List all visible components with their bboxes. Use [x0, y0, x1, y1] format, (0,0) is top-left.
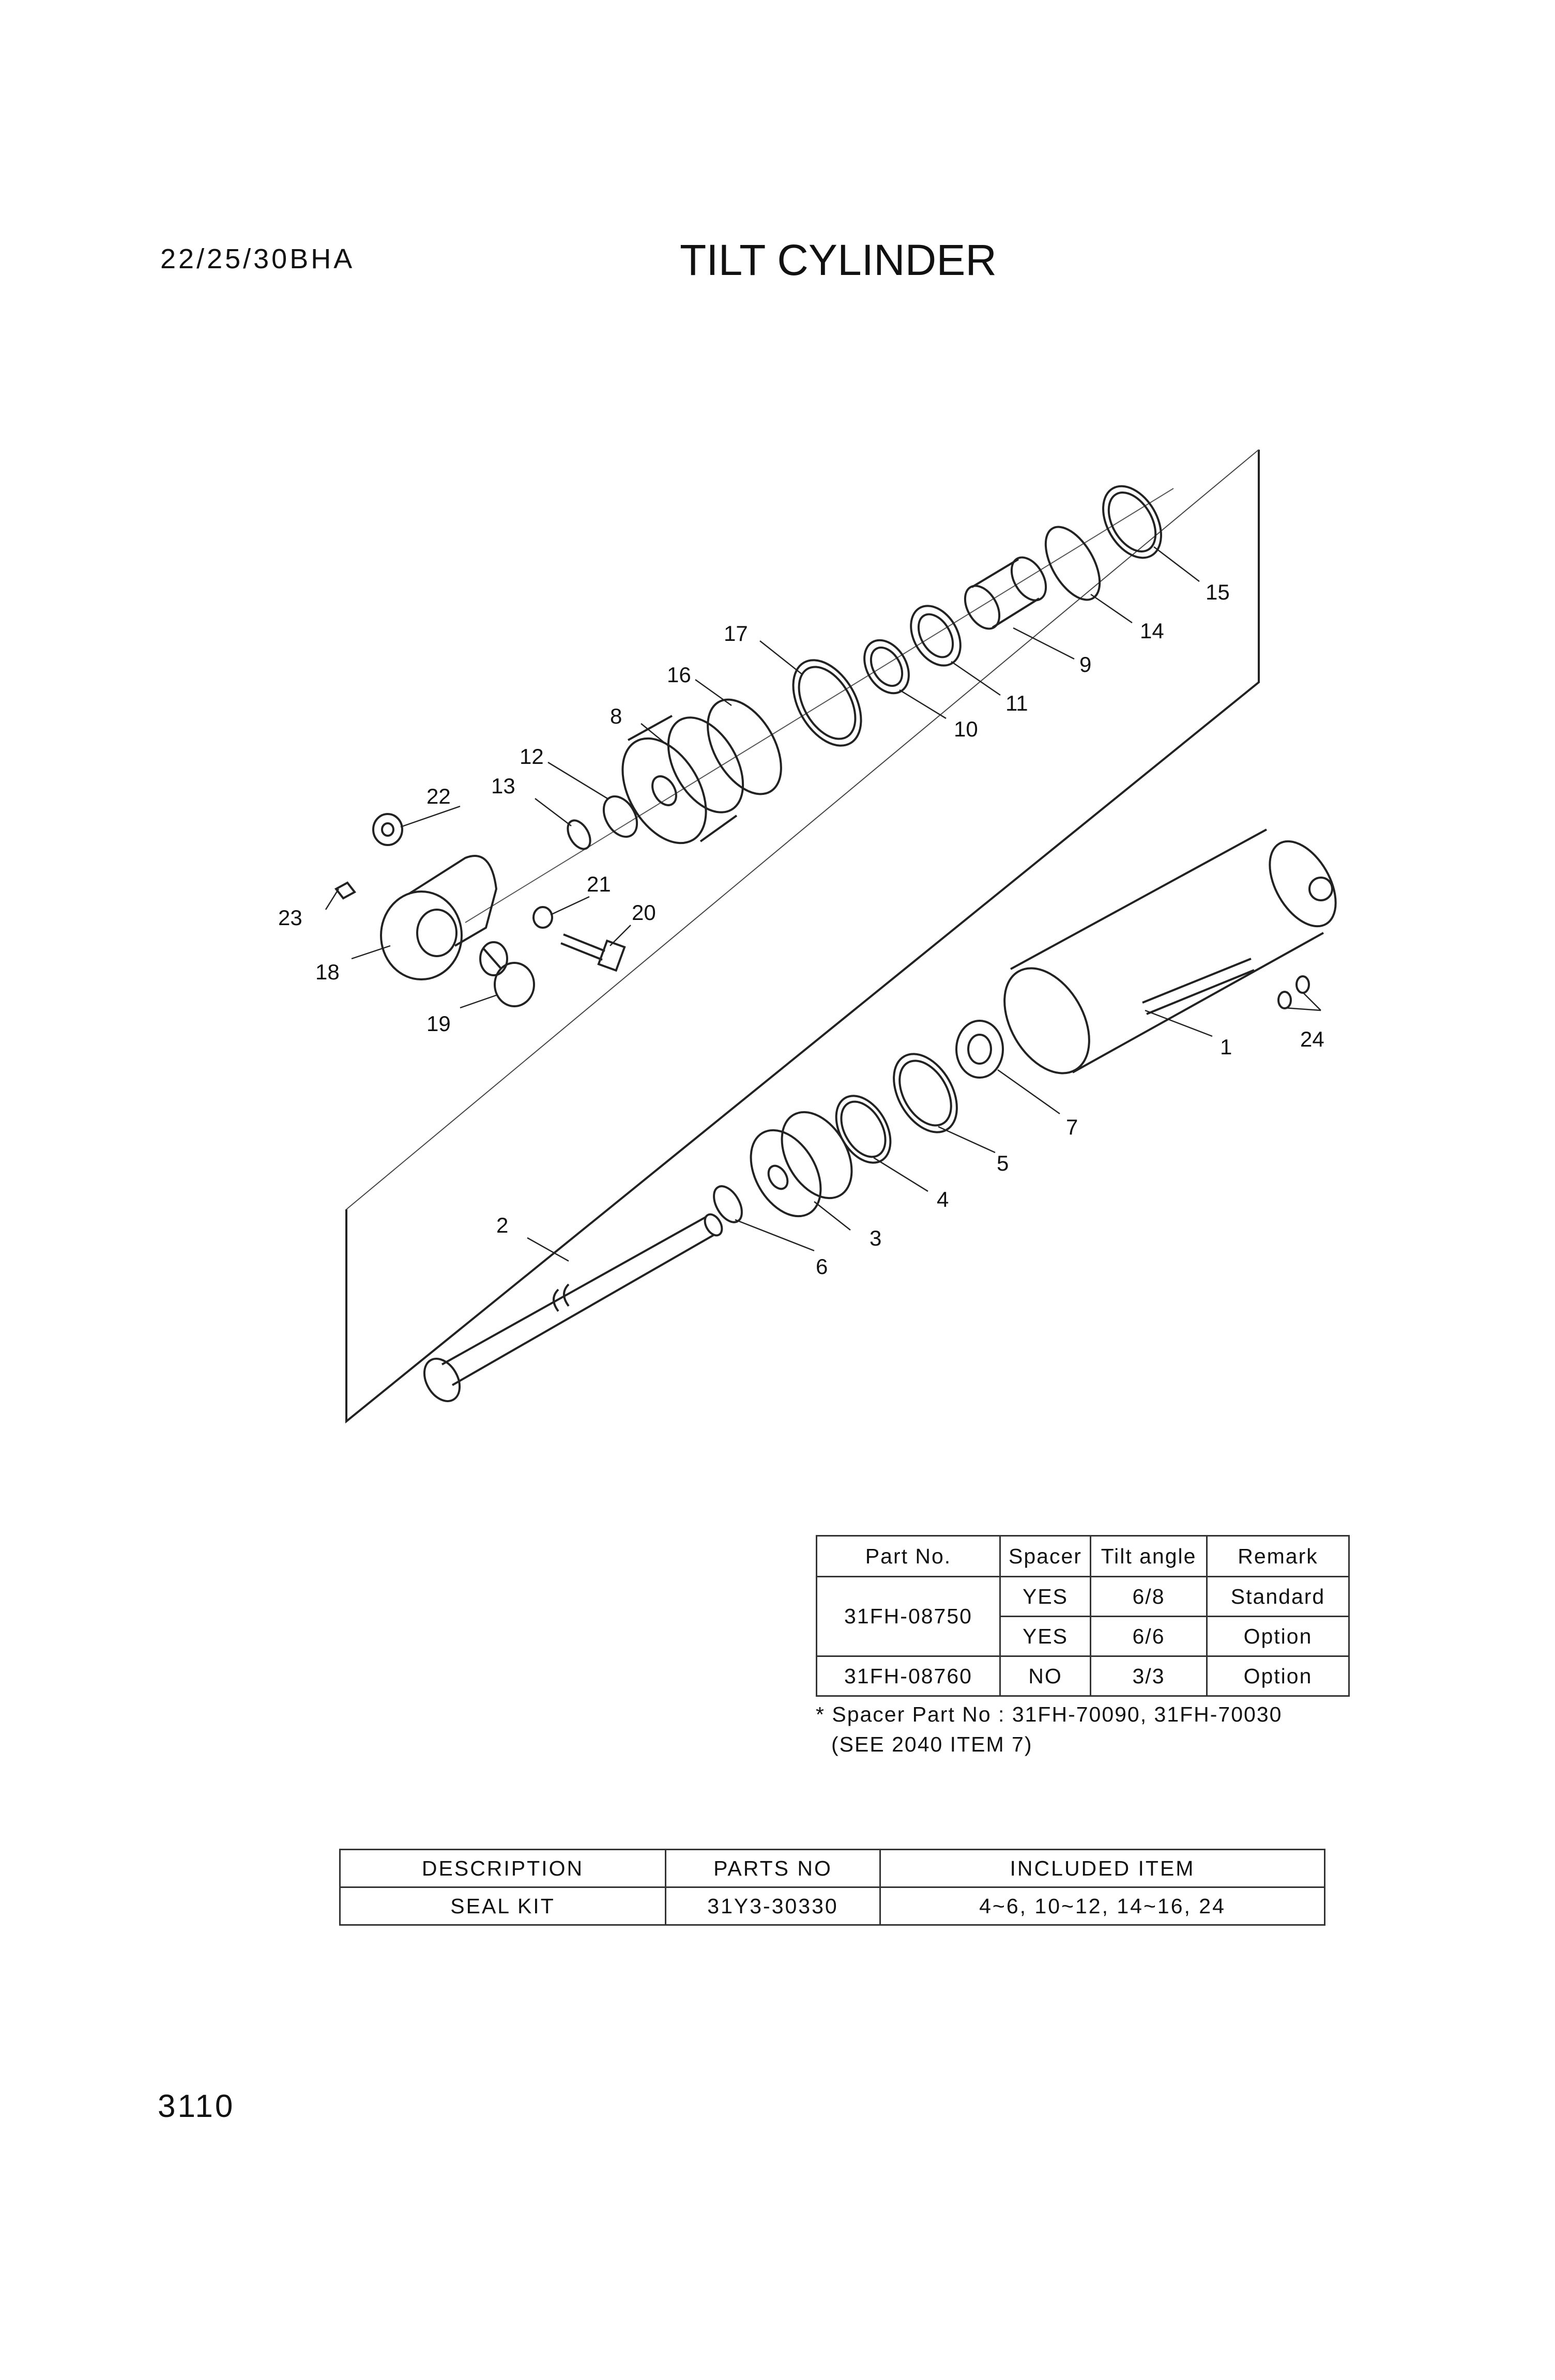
spec-remark: Standard	[1206, 1576, 1350, 1617]
spec-header-part-no: Part No.	[816, 1535, 1001, 1577]
callout-5: 5	[997, 1151, 1009, 1175]
kit-header-description: DESCRIPTION	[339, 1849, 666, 1888]
spec-header-spacer: Spacer	[999, 1535, 1091, 1577]
part-1-cylinder-tube	[1003, 828, 1337, 1074]
callout-17: 17	[724, 621, 748, 646]
kit-header-included-item: INCLUDED ITEM	[879, 1849, 1325, 1888]
part-8-gland	[621, 715, 744, 844]
part-16-oring	[707, 698, 782, 795]
page-number: 3110	[158, 2089, 235, 2124]
callout-9: 9	[1079, 652, 1091, 677]
seal-kit-table: DESCRIPTION PARTS NO INCLUDED ITEM SEAL …	[339, 1849, 1325, 1926]
callout-23: 23	[278, 905, 302, 930]
model-number: 22/25/30BHA	[160, 243, 355, 274]
spec-spacer: NO	[999, 1655, 1091, 1697]
table-row: SEAL KIT 31Y3-30330 4~6, 10~12, 14~16, 2…	[339, 1886, 1325, 1926]
table-row: 31FH-08750 YES 6/8 Standard	[816, 1576, 1350, 1657]
part-17-ring	[792, 659, 862, 747]
callout-10: 10	[954, 717, 978, 741]
callout-8: 8	[610, 704, 622, 728]
spec-part-no: 31FH-08750	[816, 1576, 1001, 1657]
spacer-note-line1: * Spacer Part No : 31FH-70090, 31FH-7003…	[816, 1702, 1283, 1726]
part-6-oring	[713, 1185, 743, 1223]
part-20-bolt	[560, 933, 626, 972]
kit-parts-no: 31Y3-30330	[665, 1886, 881, 1926]
part-19-bushing	[479, 941, 535, 1007]
spec-header-tilt-angle: Tilt angle	[1090, 1535, 1208, 1577]
spec-tilt-angle: 3/3	[1090, 1655, 1208, 1697]
callout-14: 14	[1140, 619, 1164, 643]
kit-description: SEAL KIT	[339, 1886, 666, 1926]
callout-13: 13	[491, 774, 515, 798]
callout-20: 20	[632, 900, 656, 925]
callout-3: 3	[870, 1226, 881, 1250]
spec-spacer: YES	[999, 1576, 1091, 1617]
callout-22: 22	[426, 784, 451, 808]
diagram-frame	[345, 450, 1260, 1424]
spacer-spec-table: Part No. Spacer Tilt angle Remark 31FH-0…	[816, 1535, 1350, 1697]
spec-remark: Option	[1206, 1655, 1350, 1697]
part-13-ring	[567, 819, 591, 850]
page-title: TILT CYLINDER	[680, 236, 997, 284]
part-4-ring	[835, 1095, 892, 1164]
spec-tilt-angle: 6/8	[1090, 1576, 1208, 1617]
part-18-rod-eye	[380, 855, 498, 980]
callout-18: 18	[315, 960, 340, 984]
callout-16: 16	[667, 663, 691, 687]
table-row: 31FH-08760 NO 3/3 Option	[816, 1655, 1350, 1697]
spacer-note-line2: (SEE 2040 ITEM 7)	[831, 1732, 1033, 1756]
callout-7: 7	[1066, 1115, 1078, 1139]
part-14-oring	[1044, 526, 1101, 601]
spec-spacer: YES	[999, 1616, 1091, 1657]
table-row: YES 6/6 Option	[817, 1616, 1350, 1657]
part-9-bushing	[964, 556, 1047, 630]
spec-remark: Option	[1206, 1616, 1350, 1657]
callout-15: 15	[1206, 580, 1230, 604]
kit-included-items: 4~6, 10~12, 14~16, 24	[879, 1886, 1325, 1926]
callout-11: 11	[1005, 691, 1028, 715]
part-10-seal	[863, 639, 910, 695]
kit-header-parts-no: PARTS NO	[665, 1849, 881, 1888]
callout-2: 2	[496, 1213, 508, 1237]
callout-19: 19	[426, 1011, 451, 1036]
part-11-wiper	[910, 605, 962, 667]
part-12-ring	[602, 795, 638, 838]
part-24-oring	[1295, 975, 1310, 994]
spacer-note: * Spacer Part No : 31FH-70090, 31FH-7003…	[816, 1699, 1282, 1759]
callout-6: 6	[816, 1254, 828, 1279]
part-7-nut	[955, 1020, 1004, 1079]
spec-part-no: 31FH-08760	[816, 1655, 1001, 1697]
callout-24: 24	[1300, 1027, 1324, 1051]
spec-tilt-angle: 6/6	[1090, 1616, 1208, 1657]
callout-4: 4	[937, 1187, 949, 1211]
callout-21: 21	[587, 872, 611, 896]
part-21-washer	[532, 906, 553, 929]
exploded-parts-diagram: 15 14 9 11 10 17 16 8 12 13 22 23 18 19 …	[278, 449, 1337, 1424]
part-22-nut	[372, 813, 403, 846]
spec-header-remark: Remark	[1206, 1535, 1350, 1577]
part-3-piston	[750, 1111, 853, 1218]
callout-1: 1	[1220, 1035, 1232, 1059]
callout-12: 12	[520, 744, 544, 769]
part-23-nipple	[334, 881, 357, 900]
part-2-piston-rod	[423, 1213, 723, 1402]
part-15-ring	[1102, 485, 1162, 559]
